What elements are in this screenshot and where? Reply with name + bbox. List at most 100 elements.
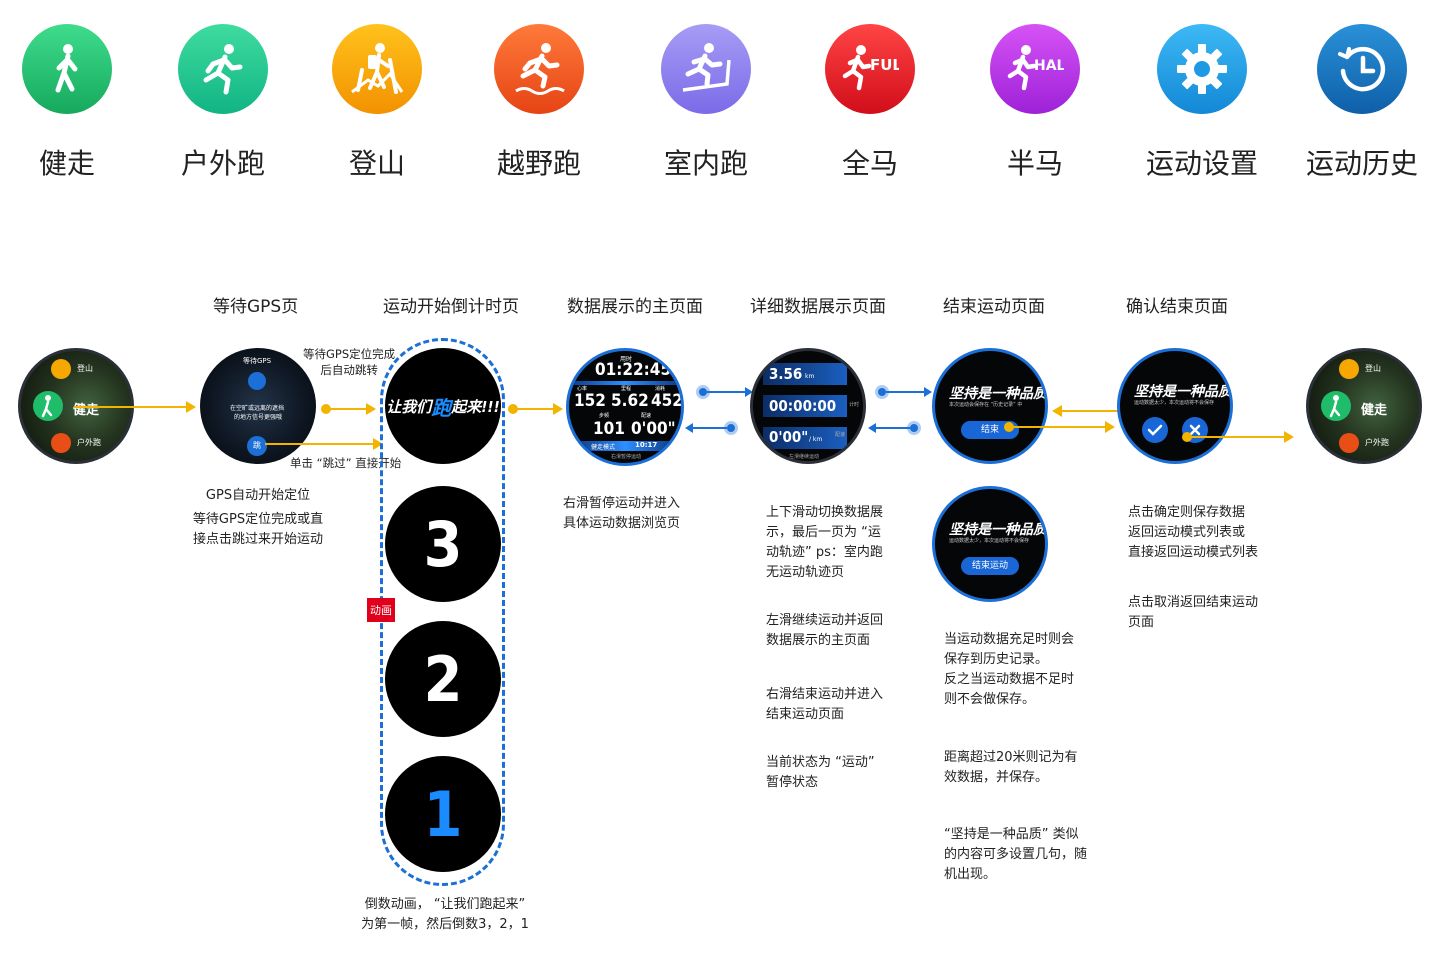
detail-distance-label: 里程 — [849, 363, 859, 370]
note-line: 保存到历史记录。 — [944, 650, 1074, 670]
app-sport-settings[interactable]: 运动设置 — [1137, 24, 1267, 182]
location-pin-icon — [248, 372, 266, 390]
detail-note-1: 上下滑动切换数据展 示，最后一页为 “运 动轨迹” ps：室内跑 无运动轨迹页 — [766, 503, 883, 583]
final-menu-watch[interactable]: 登山 健走 户外跑 — [1306, 348, 1422, 464]
app-label: 登山 — [312, 142, 442, 182]
walking-person-icon — [1321, 391, 1351, 421]
note-line: 接点击跳过来开始运动 — [186, 530, 330, 550]
main-label-pace: 配速 — [641, 412, 651, 419]
confirm-slogan: 坚持是一种品质 — [1134, 381, 1232, 401]
gps-auto-jump-note: 等待GPS定位完成 后自动跳转 — [303, 346, 395, 378]
app-label: 全马 — [805, 142, 935, 182]
flow-arrow — [326, 408, 366, 410]
menu-item-hiking[interactable]: 登山 — [77, 363, 93, 374]
flow-arrow — [1187, 436, 1285, 438]
main-data-watch: 用时 01:22:45 心率 里程 消耗 152 5.62 452 步频 配速 … — [566, 348, 684, 466]
end-note-2: 距离超过20米则记为有 效数据，并保存。 — [944, 748, 1078, 788]
note-line: 结束运动页面 — [766, 705, 883, 725]
half-marathon-icon: HALF — [990, 24, 1080, 114]
title-confirm: 确认结束页面 — [1126, 292, 1228, 317]
confirm-check-button[interactable] — [1142, 417, 1168, 443]
app-half-marathon[interactable]: HALF 半马 — [970, 24, 1100, 182]
main-mode-label: 健走模式 — [591, 442, 615, 451]
main-clock: 10:17 — [635, 441, 657, 449]
gps-watch-title: 等待GPS — [243, 356, 271, 366]
menu-item-walking[interactable]: 健走 — [73, 399, 99, 418]
gps-description: GPS自动开始定位 等待GPS定位完成或直 接点击跳过来开始运动 — [186, 486, 330, 550]
note-line: 当运动数据充足时则会 — [944, 630, 1074, 650]
main-value-distance: 5.62 — [611, 391, 649, 411]
menu-item-outdoor-run[interactable]: 户外跑 — [77, 437, 101, 448]
note-line: “坚持是一种品质” 类似 — [944, 825, 1087, 845]
note-line: 当前状态为 “运动” — [766, 753, 875, 773]
app-indoor-run[interactable]: 室内跑 — [641, 24, 771, 182]
countdown-number-1: 1 — [385, 756, 501, 872]
detail-data-watch: 3.56 km 里程 00:00:00 计时 0'00" / km 配速 左滑继… — [750, 348, 866, 464]
end-slogan-2: 坚持是一种品质 — [949, 519, 1047, 539]
detail-distance: 3.56 — [769, 365, 802, 383]
confirm-sub: 运动数据太少，本次运动将不会保存 — [1134, 399, 1214, 406]
note-line: 则不会做保存。 — [944, 690, 1074, 710]
app-sport-history[interactable]: 运动历史 — [1297, 24, 1427, 182]
detail-time: 00:00:00 — [769, 397, 836, 415]
full-marathon-icon: FULL — [825, 24, 915, 114]
title-countdown: 运动开始倒计时页 — [383, 292, 519, 317]
flow-arrow — [1009, 426, 1107, 428]
treadmill-icon — [661, 24, 751, 114]
trail-running-icon — [494, 24, 584, 114]
title-main: 数据展示的主页面 — [567, 292, 703, 317]
animation-badge: 动画 — [367, 598, 395, 622]
app-label: 户外跑 — [158, 142, 288, 182]
arrow-head — [553, 403, 563, 415]
end-sport-button[interactable]: 结束运动 — [961, 557, 1019, 575]
note-line: 示，最后一页为 “运 — [766, 523, 883, 543]
slogan-part1: 让我们 — [386, 396, 431, 417]
app-hiking[interactable]: 登山 — [312, 24, 442, 182]
detail-pace-label: 配速 — [835, 431, 845, 438]
app-label: 健走 — [2, 142, 132, 182]
gps-watch-body-line2: 的地方信号更强哦 — [234, 412, 282, 421]
slogan-part2: 起来!!! — [451, 396, 499, 417]
end-sub-2: 运动数据太少，本次运动将不会保存 — [949, 537, 1029, 544]
note-line: 动轨迹” ps：室内跑 — [766, 543, 883, 563]
main-bottom-hint: 右滑暂停运动 — [611, 453, 641, 460]
note-line: 直接返回运动模式列表 — [1128, 543, 1258, 563]
end-note-3: “坚持是一种品质” 类似 的内容可多设置几句，随 机出现。 — [944, 825, 1087, 885]
app-walking[interactable]: 健走 — [2, 24, 132, 182]
running-person-icon — [51, 433, 71, 453]
note-line: 倒数动画， “让我们跑起来” — [350, 895, 540, 915]
menu-item-outdoor-run[interactable]: 户外跑 — [1365, 437, 1389, 448]
note-line: 页面 — [1128, 613, 1258, 633]
note-line: 反之当运动数据不足时 — [944, 670, 1074, 690]
note-line: 机出现。 — [944, 865, 1087, 885]
arrow-head — [186, 401, 196, 413]
note-line: 右滑暂停运动并进入 — [563, 494, 680, 514]
gps-watch-body-line1: 在空旷或远离的遮挡 — [230, 403, 284, 412]
app-full-marathon[interactable]: FULL 全马 — [805, 24, 935, 182]
note-line: 无运动轨迹页 — [766, 563, 883, 583]
app-label: 运动历史 — [1297, 142, 1427, 182]
app-label: 越野跑 — [474, 142, 604, 182]
note-line: 的内容可多设置几句，随 — [944, 845, 1087, 865]
note-line: 上下滑动切换数据展 — [766, 503, 883, 523]
detail-note-4: 当前状态为 “运动” 暂停状态 — [766, 753, 875, 793]
app-label: 室内跑 — [641, 142, 771, 182]
menu-item-walking[interactable]: 健走 — [1361, 399, 1387, 418]
main-label-cadence: 步频 — [599, 412, 609, 419]
note-line: GPS自动开始定位 — [186, 486, 330, 506]
note-line: 左滑继续运动并返回 — [766, 611, 883, 631]
hiking-person-icon — [332, 24, 422, 114]
check-icon — [1142, 417, 1168, 443]
arrow-head — [366, 403, 376, 415]
app-outdoor-run[interactable]: 户外跑 — [158, 24, 288, 182]
note-line: 数据展示的主页面 — [766, 631, 883, 651]
detail-note-3: 右滑结束运动并进入 结束运动页面 — [766, 685, 883, 725]
running-person-icon — [1339, 433, 1359, 453]
confirm-note-1: 点击确定则保存数据 返回运动模式列表或 直接返回运动模式列表 — [1128, 503, 1258, 563]
menu-item-hiking[interactable]: 登山 — [1365, 363, 1381, 374]
full-text: FULL — [870, 56, 899, 74]
app-trail-run[interactable]: 越野跑 — [474, 24, 604, 182]
countdown-note: 倒数动画， “让我们跑起来” 为第一帧，然后倒数3，2，1 — [350, 895, 540, 935]
slogan-highlight: 跑 — [431, 392, 451, 421]
end-slogan: 坚持是一种品质 — [949, 383, 1047, 403]
